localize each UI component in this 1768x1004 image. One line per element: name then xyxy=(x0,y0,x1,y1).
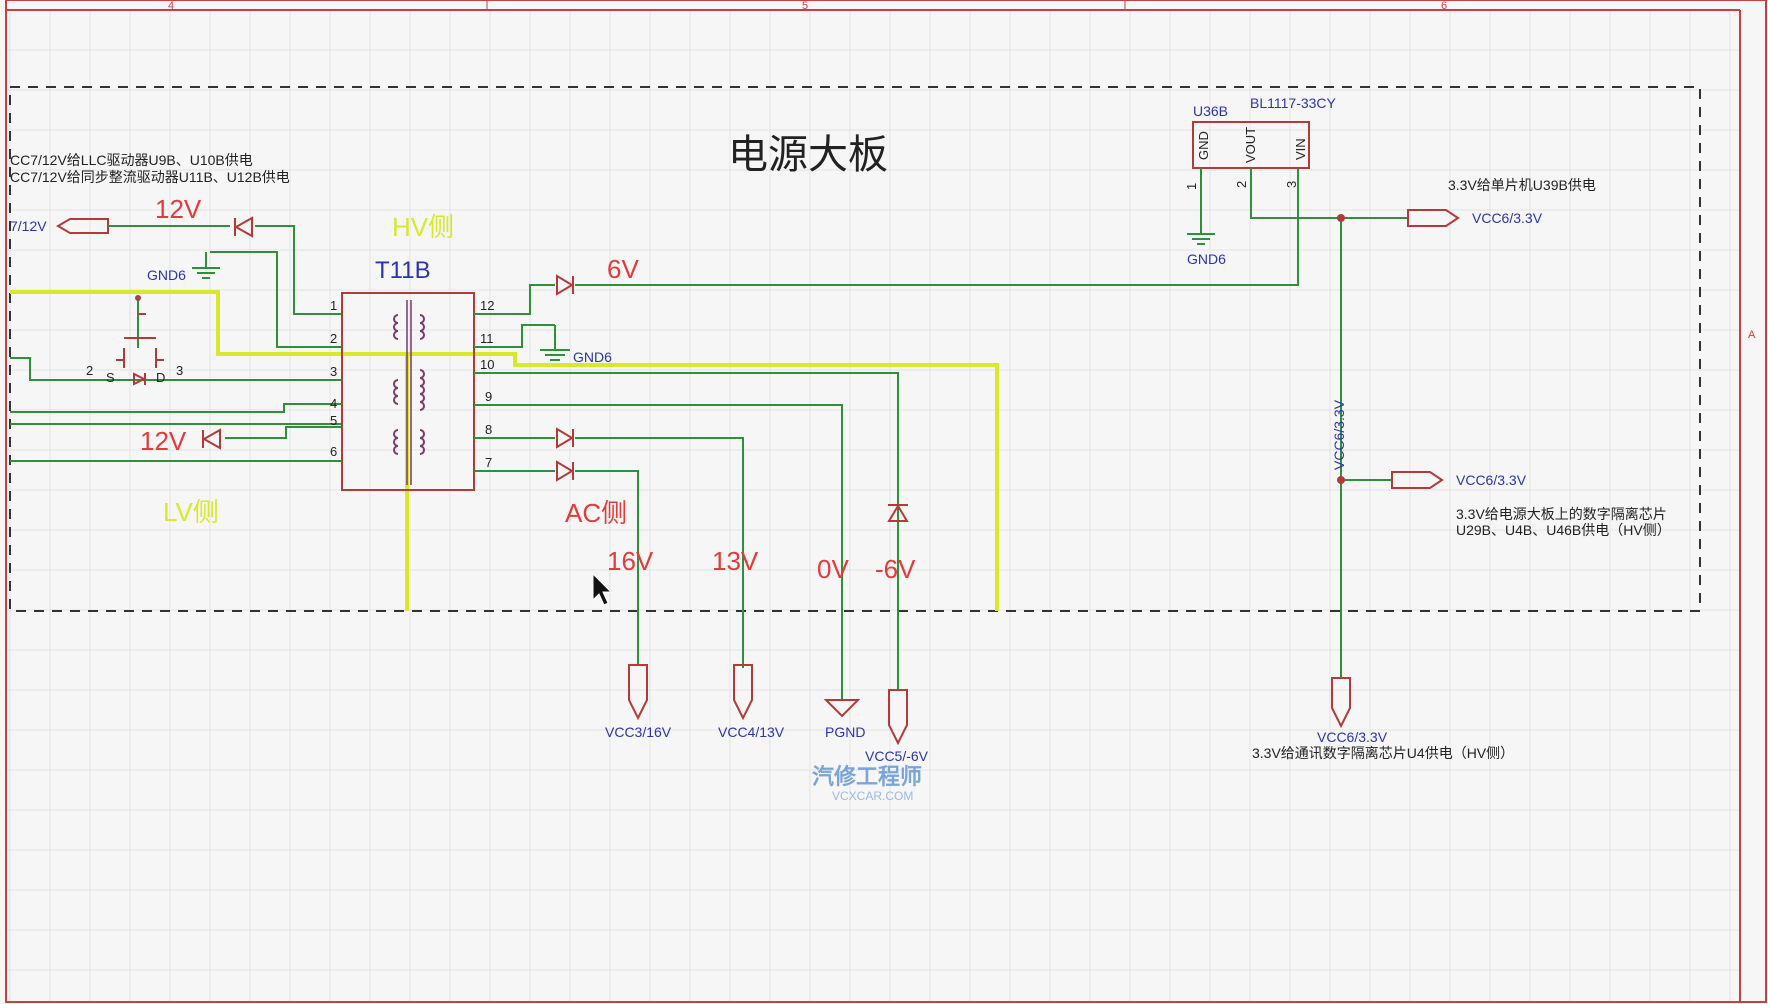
ac-wiring xyxy=(474,168,1299,700)
junction-top xyxy=(1337,214,1345,222)
t11b-pin-7: 7 xyxy=(485,455,492,470)
watermark-brand: 汽修工程师 xyxy=(812,764,922,789)
t11b-pin-9: 9 xyxy=(485,389,492,404)
port-vcc5 xyxy=(888,689,908,746)
note-mcu-supply: 3.3V给单片机U39B供电 xyxy=(1448,177,1596,193)
background-grid xyxy=(6,9,1740,1002)
net-gnd6-right: GND6 xyxy=(1187,251,1226,267)
board-boundary xyxy=(9,86,1701,612)
mouse-cursor-icon xyxy=(592,572,613,606)
transformer-t11b xyxy=(341,292,475,491)
side-label-hv: HV侧 xyxy=(392,212,454,242)
net-vcc6-mid: VCC6/3.3V xyxy=(1456,472,1527,488)
regulator-pin-1: 1 xyxy=(1184,183,1199,190)
port-vcc6-bottom xyxy=(1331,677,1351,729)
frame-tick-4: 4 xyxy=(168,0,174,12)
frame-letter-a: A xyxy=(1748,329,1756,341)
gnd-mid-symbol xyxy=(540,325,570,361)
voltage-0v: 0V xyxy=(817,554,849,584)
frame-tick-6: 6 xyxy=(1441,0,1447,12)
regulator-pin-vin: VIN xyxy=(1293,138,1308,160)
t11b-pin-10: 10 xyxy=(480,357,494,372)
regulator-pin-gnd: GND xyxy=(1196,131,1211,160)
mosfet-pin-d: D xyxy=(156,370,165,385)
voltage-16v: 16V xyxy=(607,546,654,576)
t11b-pin-6: 6 xyxy=(330,444,337,459)
regulator-pin-3: 3 xyxy=(1284,181,1299,188)
t11b-pin-5: 5 xyxy=(330,413,337,428)
net-pgnd: PGND xyxy=(825,724,865,740)
net-vcc3: VCC3/16V xyxy=(605,724,672,740)
mosfet-pin-3: 3 xyxy=(176,363,183,378)
voltage-12v-bottom: 12V xyxy=(140,426,187,456)
diode-13v xyxy=(556,427,574,449)
sheet-frame: 4 5 6 A xyxy=(5,0,1767,1003)
voltage-13v: 13V xyxy=(712,546,759,576)
lv-wiring xyxy=(10,225,342,462)
note-isolator-line1: 3.3V给电源大板上的数字隔离芯片 xyxy=(1456,506,1667,522)
note-sync-supply: CC7/12V给同步整流驱动器U11B、U12B供电 xyxy=(10,169,290,185)
note-isolator-line2: U29B、U4B、U46B供电（HV侧） xyxy=(1456,522,1671,538)
cc7-port xyxy=(56,218,109,234)
diode-12v-top xyxy=(233,216,253,238)
mosfet-pin-s: S xyxy=(106,370,115,385)
t11b-pin-8: 8 xyxy=(485,422,492,437)
diode-6v xyxy=(556,274,574,296)
regulator-designator: U36B xyxy=(1193,103,1228,119)
diode-neg6v xyxy=(887,504,909,522)
net-vcc5: VCC5/-6V xyxy=(865,748,929,764)
voltage-12v-top: 12V xyxy=(155,194,202,224)
mosfet-symbol xyxy=(116,295,164,386)
watermark-site: VCXCAR.COM xyxy=(832,789,913,803)
note-llc-supply: CC7/12V给LLC驱动器U9B、U10B供电 xyxy=(10,152,253,168)
regulator-wiring xyxy=(1187,168,1408,678)
side-label-ac: AC侧 xyxy=(565,498,627,528)
pgnd-symbol xyxy=(823,699,861,718)
gnd-left-symbol xyxy=(192,252,220,279)
t11b-pin-1: 1 xyxy=(330,298,337,313)
regulator-part: BL1117-33CY xyxy=(1250,95,1337,111)
voltage-6v: 6V xyxy=(607,254,639,284)
frame-tick-5: 5 xyxy=(802,0,808,12)
t11b-pin-12: 12 xyxy=(480,298,494,313)
transformer-designator: T11B xyxy=(375,257,431,284)
voltage-neg6v: -6V xyxy=(875,554,916,584)
net-vcc4: VCC4/13V xyxy=(718,724,785,740)
port-vcc4 xyxy=(733,664,753,721)
junction-mid xyxy=(1337,476,1345,484)
diode-12v-bottom xyxy=(201,428,221,450)
port-vcc6-mid xyxy=(1391,471,1444,489)
net-gnd6-mid: GND6 xyxy=(573,349,612,365)
net-cc7: 7/12V xyxy=(10,218,47,234)
net-vcc6-bottom: VCC6/3.3V xyxy=(1317,729,1388,745)
net-gnd6-left: GND6 xyxy=(147,267,186,283)
note-comm-supply: 3.3V给通讯数字隔离芯片U4供电（HV侧） xyxy=(1252,745,1514,761)
port-vcc6-top xyxy=(1407,209,1460,227)
t11b-pin-3: 3 xyxy=(330,364,337,379)
mosfet-pin-2: 2 xyxy=(86,363,93,378)
t11b-pin-11: 11 xyxy=(480,331,494,346)
regulator-pin-vout: VOUT xyxy=(1243,127,1258,163)
t11b-pin-2: 2 xyxy=(330,331,337,346)
side-label-lv: LV侧 xyxy=(163,497,219,527)
board-title: 电源大板 xyxy=(728,133,888,177)
regulator-pin-2: 2 xyxy=(1234,181,1249,188)
port-vcc3 xyxy=(628,664,648,721)
net-vcc6-vertical: VCC6/3.3V xyxy=(1331,399,1347,470)
t11b-pin-4: 4 xyxy=(330,396,337,411)
net-vcc6-top: VCC6/3.3V xyxy=(1472,210,1543,226)
diode-16v xyxy=(556,460,574,482)
